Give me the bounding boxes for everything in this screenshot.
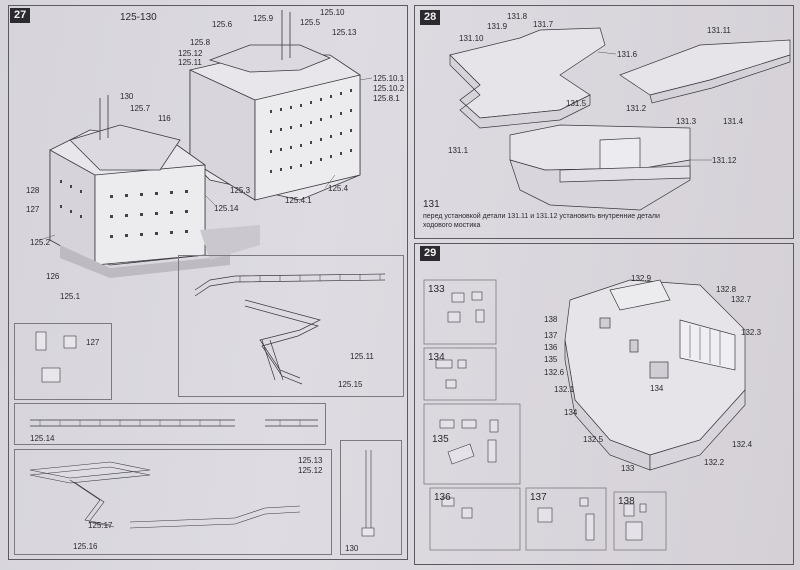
label-136: 136 — [544, 343, 558, 352]
step-27-range: 125-130 — [120, 12, 157, 23]
label-132-4: 132.4 — [732, 440, 753, 449]
label-131-12: 131.12 — [712, 156, 737, 165]
label-125-2: 125.2 — [30, 238, 51, 247]
label-125-16: 125.16 — [73, 542, 98, 551]
label-125-7: 125.7 — [130, 104, 151, 113]
label-128: 128 — [26, 186, 40, 195]
label-125-13-b: 125.13 — [298, 456, 323, 465]
label-125-17: 125.17 — [88, 521, 113, 530]
part-125-14-subpanel — [14, 403, 326, 445]
label-132-8: 132.8 — [716, 285, 737, 294]
label-138-box: 138 — [618, 496, 635, 507]
label-125-14-b: 125.14 — [30, 434, 55, 443]
part-127-subpanel — [14, 323, 112, 400]
label-132-6: 132.6 — [544, 368, 565, 377]
label-127-b: 127 — [86, 338, 100, 347]
label-125-8-1: 125.8.1 — [373, 94, 400, 103]
label-125-10-1: 125.10.1 — [373, 74, 405, 83]
label-131-11: 131.11 — [707, 26, 731, 35]
part-125-13-subpanel — [14, 449, 332, 555]
label-125-15: 125.15 — [338, 380, 363, 389]
label-135-box: 135 — [432, 434, 449, 445]
label-127: 127 — [26, 205, 40, 214]
label-125-3: 125.3 — [230, 186, 251, 195]
label-135: 135 — [544, 355, 558, 364]
label-116: 116 — [158, 114, 171, 123]
label-125-6: 125.6 — [212, 20, 233, 29]
label-133-main: 133 — [621, 464, 635, 473]
step-27-panel — [8, 5, 408, 560]
label-125-14: 125.14 — [214, 204, 239, 213]
step-28-number: 28 — [420, 10, 441, 25]
label-137-box: 137 — [530, 492, 547, 503]
label-131-5: 131.5 — [566, 99, 587, 108]
label-130: 130 — [120, 92, 134, 101]
step-28-panel — [414, 5, 794, 239]
railing-subpanel — [178, 255, 404, 397]
label-138: 138 — [544, 315, 558, 324]
label-125-4: 125.4 — [328, 184, 349, 193]
label-126: 126 — [46, 272, 60, 281]
label-125-12-b: 125.12 — [298, 466, 323, 475]
step-29-number: 29 — [420, 246, 441, 261]
label-132-1: 132.1 — [554, 385, 575, 394]
label-125-1: 125.1 — [60, 292, 81, 301]
label-131-9: 131.9 — [487, 22, 508, 31]
label-125-9: 125.9 — [253, 14, 274, 23]
label-125-10-2: 125.10.2 — [373, 84, 405, 93]
label-132-9: 132.9 — [631, 274, 652, 283]
label-130-b: 130 — [345, 544, 359, 553]
label-132-2: 132.2 — [704, 458, 725, 467]
label-125-8: 125.8 — [190, 38, 211, 47]
part-130-subpanel — [340, 440, 402, 555]
step-27-number: 27 — [10, 8, 31, 23]
label-134-box: 134 — [428, 352, 445, 363]
label-131-1: 131.1 — [448, 146, 469, 155]
label-131-8: 131.8 — [507, 12, 528, 21]
label-131-7: 131.7 — [533, 20, 554, 29]
label-125-4-1: 125.4.1 — [285, 196, 312, 205]
label-136-box: 136 — [434, 492, 451, 503]
label-125-5: 125.5 — [300, 18, 321, 27]
label-125-13: 125.13 — [332, 28, 357, 37]
label-137: 137 — [544, 331, 558, 340]
label-125-11: 125.11 — [178, 58, 202, 67]
step-29-panel — [414, 243, 794, 565]
label-131-2: 131.2 — [626, 104, 647, 113]
label-133-box: 133 — [428, 284, 445, 295]
label-134: 134 — [650, 384, 664, 393]
label-132-7: 132.7 — [731, 295, 752, 304]
assembly-note: перед установкой детали 131.11 и 131.12 … — [423, 213, 660, 229]
label-131-6: 131.6 — [617, 50, 638, 59]
label-131-3: 131.3 — [676, 117, 697, 126]
label-131: 131 — [423, 199, 440, 210]
label-134-b: 134 — [564, 408, 578, 417]
label-125-12: 125.12 — [178, 49, 203, 58]
label-131-4: 131.4 — [723, 117, 744, 126]
label-131-10: 131.10 — [459, 34, 484, 43]
label-132-5: 132.5 — [583, 435, 604, 444]
label-125-10: 125.10 — [320, 8, 345, 17]
label-125-11-b: 125.11 — [350, 352, 374, 361]
label-132-3: 132.3 — [741, 328, 762, 337]
